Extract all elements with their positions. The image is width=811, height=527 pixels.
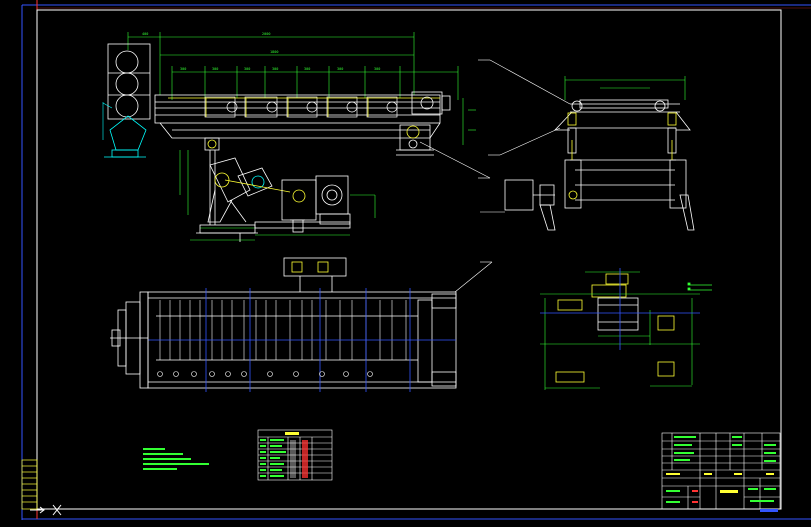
plan-holes [157,371,373,377]
roll-stand-leader [102,102,113,140]
base-detail-center [540,268,700,350]
gearbox-unit [281,175,351,233]
side-elevation-view[interactable]: 2000 1800 400 300 300 300 300 300 300 30… [102,32,476,242]
parts-table-marks [260,432,308,478]
svg-text:300: 300 [272,67,278,71]
yellow-chain-segments [168,97,440,117]
ucs-axis-icon [30,504,62,516]
end-view-frame [504,99,695,231]
side-dimensions [127,32,476,241]
plan-left-shaft [110,291,149,389]
end-view-yellow-parts [567,112,677,200]
svg-text:2000: 2000 [262,32,270,36]
plan-frame [147,291,457,389]
title-block-marks [666,436,776,503]
svg-text:300: 300 [180,67,186,71]
mechanism-base [196,221,351,242]
title-block[interactable] [661,432,781,510]
svg-text:400: 400 [142,32,148,36]
end-drive-motor [411,91,451,115]
parts-table[interactable] [257,429,333,481]
layout-tab-marker [760,509,778,512]
roll-stand-base [104,115,147,158]
conveyor-rollers [204,96,398,118]
plan-drive-unit [283,257,347,292]
svg-text:300: 300 [304,67,310,71]
revision-strip [21,459,38,510]
side-dimension-text: 2000 1800 400 300 300 300 300 300 300 30… [142,32,380,71]
plan-view[interactable] [110,257,457,392]
svg-text:300: 300 [374,67,380,71]
crank-mechanism [207,157,291,223]
base-detail-view[interactable] [540,268,712,390]
outer-border [21,4,811,520]
base-detail-outline [555,273,675,383]
svg-text:300: 300 [244,67,250,71]
end-view-dims [564,76,686,100]
parts-table-grid [257,429,333,481]
right-support [396,124,434,156]
technical-notes [143,448,209,470]
svg-text:1800: 1800 [270,50,278,54]
svg-text:300: 300 [337,67,343,71]
base-detail-note [687,282,712,291]
svg-text:300: 300 [212,67,218,71]
balloon-leaders [419,59,571,293]
title-block-grid [661,432,781,510]
plan-center-lines [148,288,456,392]
end-view[interactable] [419,59,695,293]
drawing-frame [36,9,782,510]
